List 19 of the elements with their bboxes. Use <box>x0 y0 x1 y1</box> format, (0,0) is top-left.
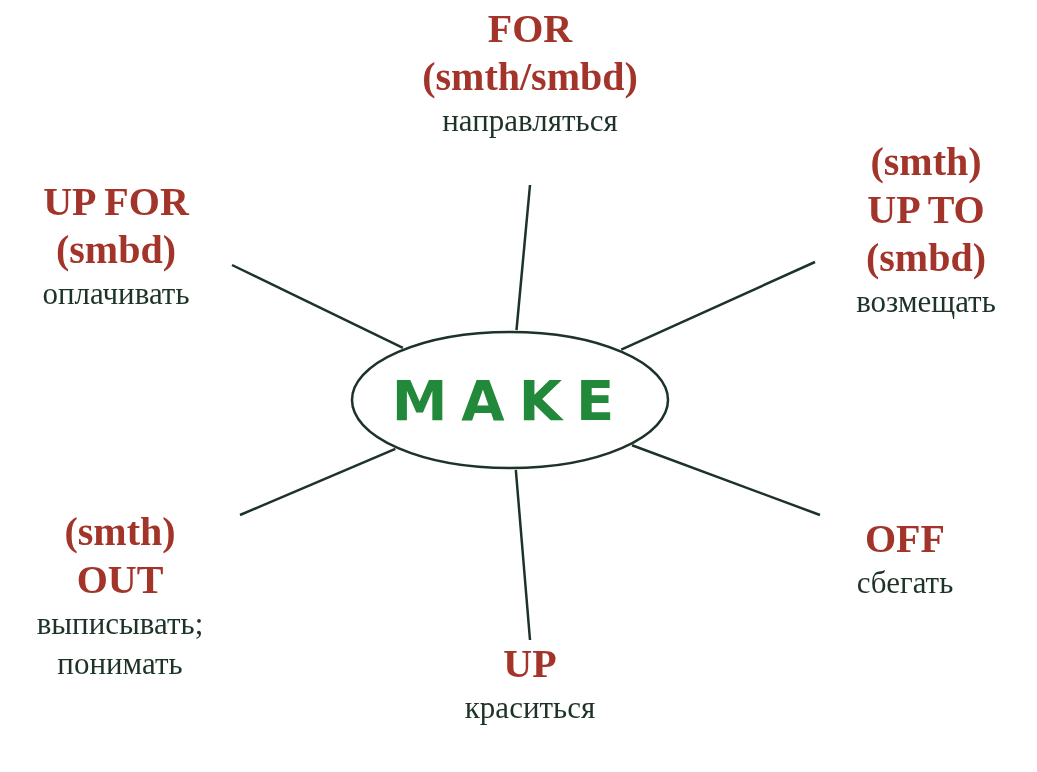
translation-text: краситься <box>464 689 596 727</box>
phrasal-verb-particle: UP FOR (smbd) <box>42 178 191 274</box>
translation-text: оплачивать <box>42 275 190 313</box>
center-word: MAKE <box>391 367 629 433</box>
connector-line <box>631 444 821 517</box>
phrasal-verb-particle: UP <box>503 640 557 688</box>
phrasal-verb-particle: (smth) OUT <box>63 508 177 604</box>
connector-line <box>620 260 816 351</box>
phrasal-verb-particle: FOR (smth/smbd) <box>421 5 639 101</box>
connector-line <box>514 469 532 641</box>
translation-text: возмещать <box>856 283 996 321</box>
phrasal-verb-particle: (smth) UP TO (smbd) <box>865 138 987 282</box>
translation-text: выписывать; понимать <box>35 605 205 683</box>
connector-line <box>231 263 404 350</box>
connector-line <box>239 447 396 517</box>
translation-text: сбегать <box>856 564 954 602</box>
translation-text: направляться <box>442 102 618 140</box>
phrasal-verb-particle: OFF <box>865 515 945 563</box>
connector-line <box>515 184 532 331</box>
